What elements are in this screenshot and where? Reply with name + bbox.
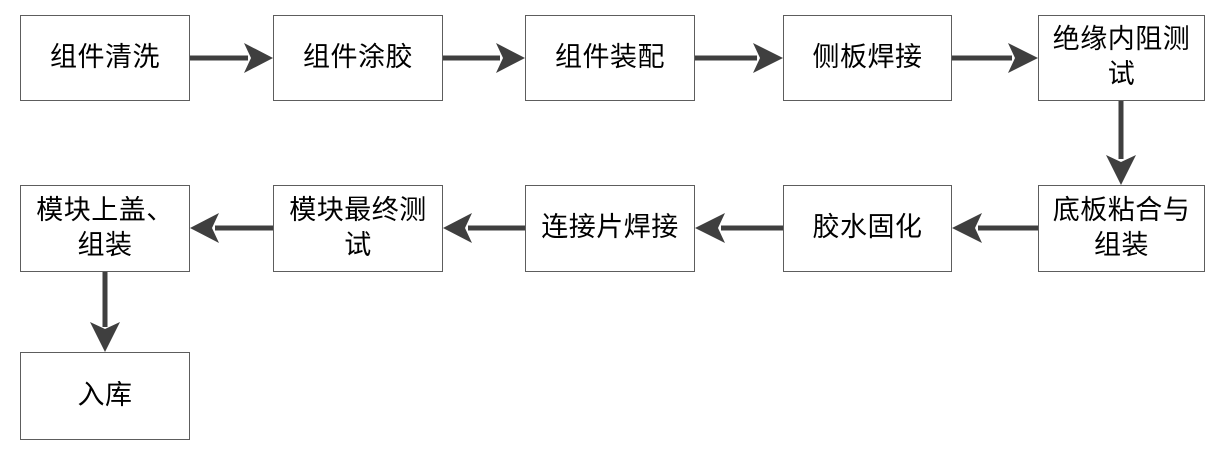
edge-arrow-n4-n5 [952, 33, 1038, 83]
node-label: 连接片焊接 [541, 212, 679, 244]
node-label: 模块最终测试 [289, 194, 427, 261]
process-node-glue-curing[interactable]: 胶水固化 [783, 185, 952, 272]
node-label: 胶水固化 [812, 212, 923, 244]
process-node-component-assembly[interactable]: 组件装配 [525, 15, 695, 101]
node-label: 绝缘内阻测试 [1052, 24, 1191, 90]
edge-arrow-n10-n11 [80, 272, 130, 352]
process-node-component-cleaning[interactable]: 组件清洗 [20, 15, 190, 101]
edge-arrow-n6-n7 [952, 203, 1038, 253]
edge-arrow-n9-n10 [190, 203, 273, 253]
edge-arrow-n8-n9 [443, 203, 525, 253]
process-node-connector-welding[interactable]: 连接片焊接 [525, 185, 695, 272]
process-node-insulation-resistance-test[interactable]: 绝缘内阻测试 [1038, 15, 1205, 101]
node-label: 组件涂胶 [303, 41, 413, 73]
node-label: 入库 [77, 379, 133, 411]
edge-arrow-n1-n2 [190, 33, 273, 83]
node-label: 模块上盖、组装 [36, 194, 174, 261]
process-node-component-gluing[interactable]: 组件涂胶 [273, 15, 443, 101]
edge-arrow-n7-n8 [695, 203, 783, 253]
process-node-module-cover-assembly[interactable]: 模块上盖、组装 [20, 185, 190, 272]
process-node-base-plate-bonding-assembly[interactable]: 底板粘合与组装 [1038, 185, 1205, 272]
node-label: 组件装配 [555, 41, 665, 73]
node-label: 底板粘合与组装 [1052, 194, 1191, 261]
edge-arrow-n5-n6 [1096, 101, 1146, 185]
node-label: 组件清洗 [50, 41, 160, 73]
node-label: 侧板焊接 [812, 41, 923, 73]
process-node-warehousing[interactable]: 入库 [20, 352, 190, 440]
process-node-module-final-test[interactable]: 模块最终测试 [273, 185, 443, 272]
edge-arrow-n3-n4 [695, 33, 783, 83]
process-node-side-plate-welding[interactable]: 侧板焊接 [783, 15, 952, 101]
edge-arrow-n2-n3 [443, 33, 525, 83]
